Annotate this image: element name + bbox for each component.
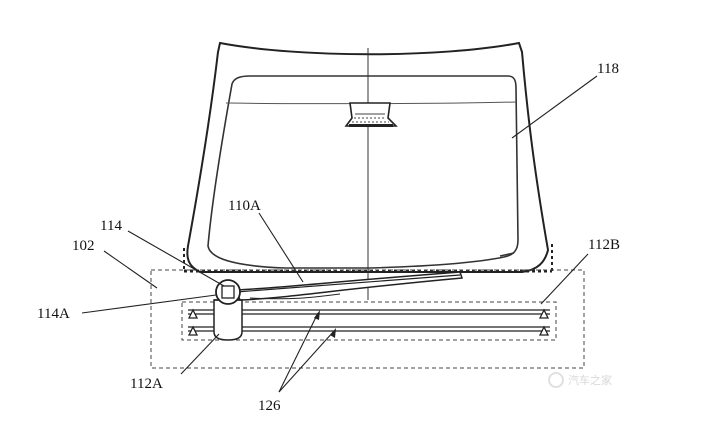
motor-carriage-112A xyxy=(213,299,243,341)
label-112B: 112B xyxy=(588,237,620,253)
arrow-126-b xyxy=(330,328,336,338)
label-112A: 112A xyxy=(130,376,163,392)
wiper-blade-110A xyxy=(234,271,464,301)
rails-126 xyxy=(188,309,550,332)
label-114: 114 xyxy=(100,218,122,234)
label-114A: 114A xyxy=(37,306,70,322)
watermark-logo-icon xyxy=(548,372,564,388)
windshield-outer xyxy=(186,41,550,273)
wiper-arm xyxy=(235,274,461,293)
windshield-glass xyxy=(207,75,519,269)
label-102: 102 xyxy=(72,238,95,254)
mirror-bracket xyxy=(344,102,398,127)
pivot-114 xyxy=(215,279,241,305)
watermark-text: 汽车之家 xyxy=(568,373,612,387)
wiper-blade-lower xyxy=(249,293,341,300)
arrow-126-a xyxy=(314,310,320,320)
leader-lines xyxy=(81,75,598,393)
watermark: 汽车之家 xyxy=(548,372,612,388)
rail-end-triangles xyxy=(187,308,550,336)
glass-corner-tick xyxy=(499,252,515,257)
label-118: 118 xyxy=(597,61,619,77)
label-110A: 110A xyxy=(228,198,261,214)
label-126: 126 xyxy=(258,398,281,414)
drive-box-112B xyxy=(181,301,557,341)
